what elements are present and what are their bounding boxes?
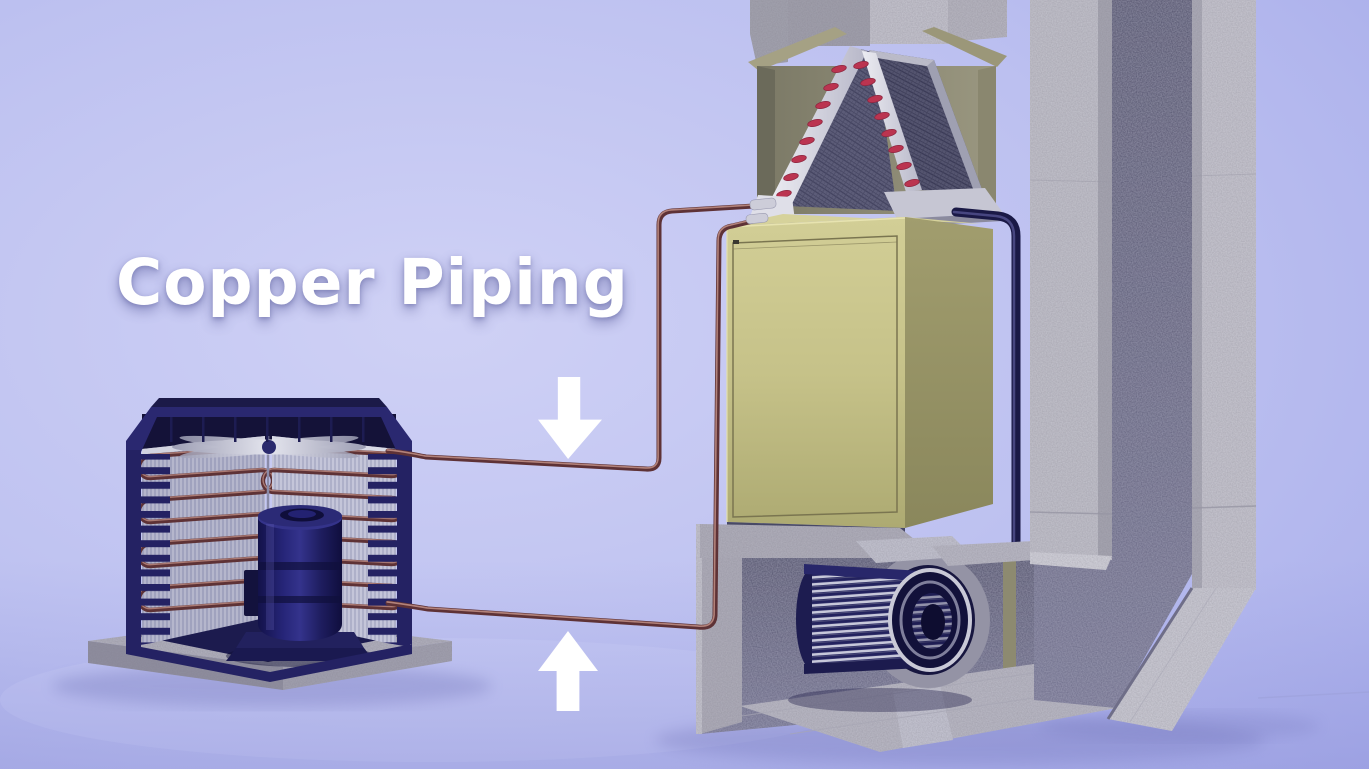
copper-piping-upper-line [385, 203, 757, 472]
furnace-cabinet [726, 214, 993, 536]
pipe-fitting-upper [749, 197, 777, 211]
copper-piping-lower-line [385, 218, 756, 630]
insulated-line-pipe [951, 207, 1021, 550]
outdoor-condenser-unit [88, 398, 452, 690]
blower-compartment [696, 524, 1160, 752]
page-title: Copper Piping [116, 246, 629, 319]
pipe-fitting-lower [745, 212, 769, 225]
coil-tube-ends-right [853, 61, 920, 187]
coil-tube-ends-left [776, 65, 847, 198]
cabinet-support-shelf [700, 524, 1034, 566]
duct-right-wall [1192, 0, 1256, 590]
compressor [226, 505, 374, 667]
duct-interior [1034, 0, 1192, 708]
copper-piping-lines [385, 197, 777, 630]
condenser-frame [126, 398, 412, 682]
door-latch [733, 240, 739, 244]
blower-wheel [788, 552, 990, 712]
condenser-fan [172, 435, 366, 459]
vertical-duct [1029, 0, 1257, 731]
furnace-door [732, 235, 898, 518]
duct-elbow [1108, 588, 1256, 731]
indoor-unit [696, 0, 1257, 752]
